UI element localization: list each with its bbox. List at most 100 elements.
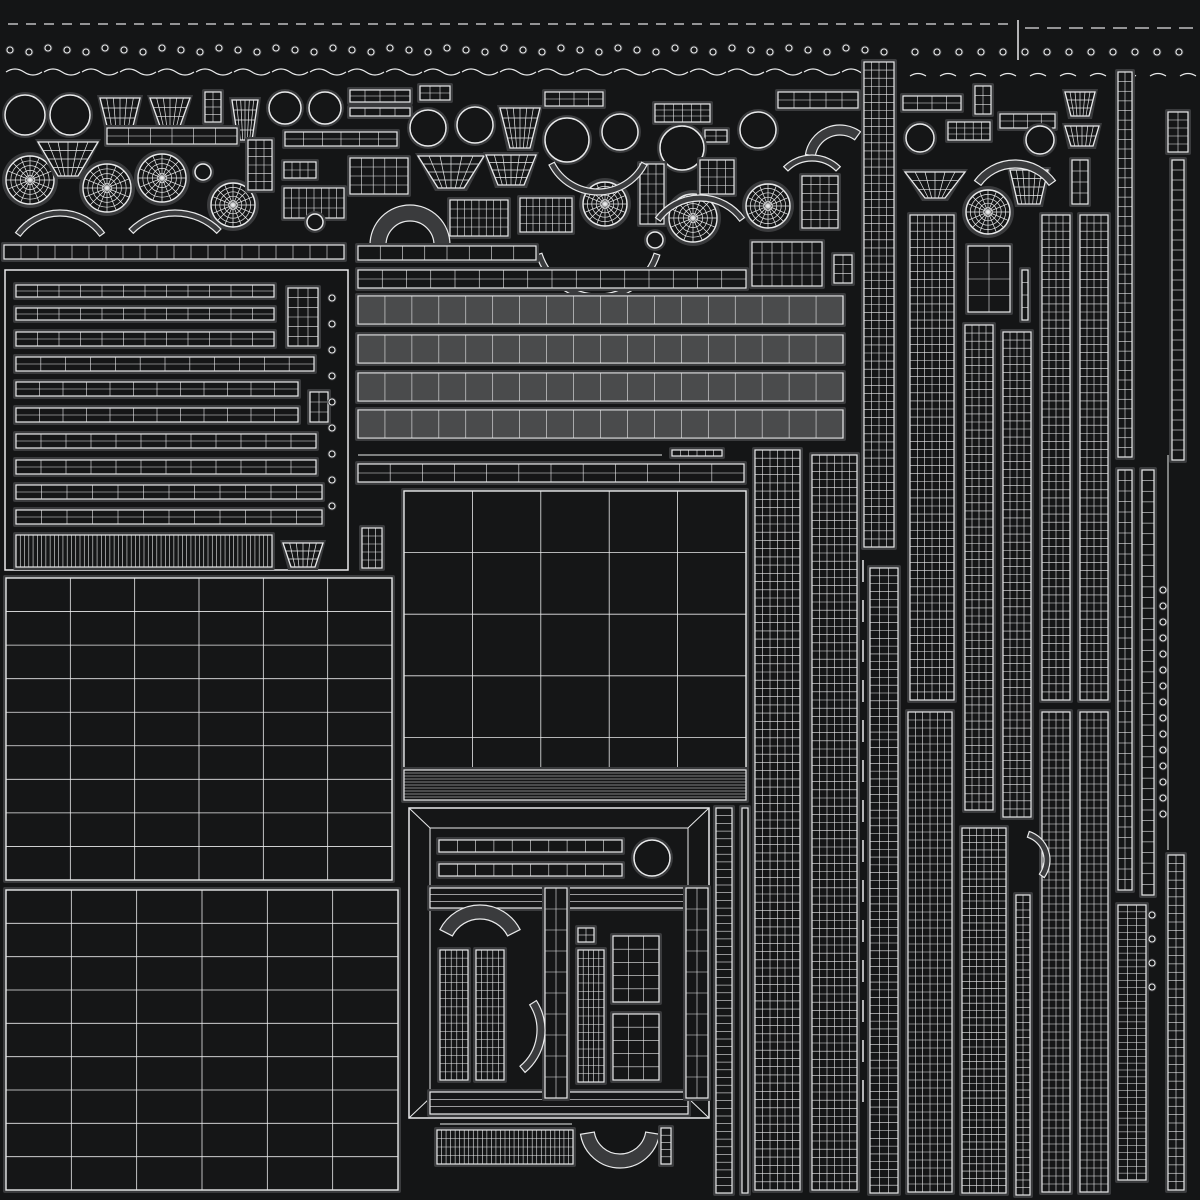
uv-rail-island-lines — [16, 285, 274, 297]
uv-strip-island-lines — [680, 450, 714, 456]
uv-edge — [514, 154, 520, 186]
uv-column-island-lines — [908, 712, 952, 1192]
uv-strip-island — [612, 935, 660, 1003]
uv-ring — [633, 839, 671, 877]
uv-strip-island-lines — [686, 888, 708, 1098]
uv-edge — [526, 107, 534, 149]
uv-rail-island-lines — [16, 332, 274, 346]
uv-bolt-island — [481, 48, 489, 56]
uv-strip-island-lines — [310, 392, 328, 422]
uv-curve-island — [1059, 72, 1077, 77]
uv-edge — [987, 203, 1009, 213]
uv-edge — [89, 170, 108, 189]
uv-funnel-island-lines — [1068, 125, 1096, 147]
uv-bolt-island — [633, 46, 641, 54]
uv-strip-island-lines — [778, 92, 858, 108]
uv-plank-island-lines — [358, 270, 746, 288]
uv-edge — [752, 205, 769, 222]
uv-bolt-island — [1159, 794, 1167, 802]
uv-rail-island-lines — [16, 460, 316, 474]
uv-arc-island — [973, 159, 1057, 187]
uv-edge — [139, 168, 163, 179]
uv-bolt-island — [44, 44, 52, 52]
uv-bolt-island — [215, 44, 223, 52]
uv-bolt-island — [747, 46, 755, 54]
uv-strip-island-lines — [655, 104, 710, 122]
uv-strip-island-lines — [661, 1134, 671, 1158]
uv-edge — [161, 160, 180, 179]
uv-edge — [683, 217, 694, 241]
uv-strip-island-lines — [205, 92, 221, 122]
uv-bolt-island — [443, 44, 451, 52]
uv-edge — [232, 196, 254, 206]
uv-bolt-island — [1159, 714, 1167, 722]
uv-edge — [295, 542, 300, 568]
uv-curve-island — [727, 68, 765, 76]
uv-edge — [924, 171, 933, 199]
uv-bolt-island — [861, 46, 869, 54]
uv-edge — [232, 204, 254, 214]
uv-edge — [1022, 169, 1026, 205]
uv-arc-island — [128, 209, 222, 235]
uv-edge — [161, 177, 180, 196]
uv-edge — [408, 1097, 431, 1119]
uv-curve-island — [157, 68, 195, 76]
uv-strip-island — [660, 1127, 672, 1165]
uv-bolt-island — [1159, 682, 1167, 690]
uv-bolt-island — [329, 44, 337, 52]
uv-bolt-island — [1065, 48, 1073, 56]
uv-edge — [240, 99, 244, 141]
uv-edge — [144, 160, 163, 179]
uv-bolt-island — [500, 44, 508, 52]
uv-disc-island-lines — [746, 184, 790, 228]
uv-column-island-lines — [1080, 215, 1108, 700]
uv-column-island-lines — [1003, 332, 1031, 817]
uv-strip-island-lines — [107, 128, 237, 144]
uv-curve-island — [43, 68, 81, 76]
uv-arc-island — [14, 209, 106, 238]
uv-column-island-lines — [1080, 712, 1108, 1192]
uv-edge — [692, 208, 716, 219]
uv-column-island-lines — [812, 455, 857, 1190]
uv-bolt-island — [785, 44, 793, 52]
uv-funnel-island-lines — [502, 107, 538, 149]
uv-disc-island-lines — [669, 194, 717, 242]
uv-edge — [767, 190, 784, 207]
uv-edge — [232, 184, 242, 206]
uv-edge — [217, 204, 234, 221]
uv-ring — [1025, 125, 1055, 155]
uv-bolt-island — [1159, 778, 1167, 786]
uv-ring — [268, 91, 302, 125]
uv-rail-island-lines — [16, 485, 322, 499]
uv-bolt-island — [139, 48, 147, 56]
uv-bolt-island — [690, 46, 698, 54]
uv-column-island-lines — [1142, 480, 1154, 885]
uv-curve-island — [1179, 72, 1197, 77]
uv-strip-island-lines — [834, 255, 852, 283]
uv-bolt-island — [462, 46, 470, 54]
uv-rail-island-lines — [19, 535, 269, 567]
uv-curve-island — [499, 68, 537, 76]
uv-arc-island — [439, 904, 521, 937]
uv-column-island — [741, 807, 749, 1194]
uv-strip-island-lines — [802, 176, 838, 228]
uv-edge — [29, 170, 53, 181]
uv-strip-island-lines — [476, 950, 504, 1080]
uv-disc-island-lines — [83, 164, 131, 212]
uv-column-island-lines — [716, 815, 732, 1186]
uv-bolt-island — [1109, 48, 1117, 56]
uv-edge — [161, 155, 172, 179]
uv-edge — [97, 165, 108, 189]
uv-edge — [106, 187, 117, 211]
uv-edge — [502, 154, 508, 186]
uv-bolt-island — [1148, 911, 1156, 919]
uv-edge — [1085, 125, 1089, 147]
uv-bolt-island — [557, 44, 565, 52]
uv-edge — [106, 187, 125, 206]
uv-edge — [29, 179, 40, 203]
uv-ring — [544, 117, 590, 163]
uv-edge — [519, 154, 529, 186]
uv-curve-island — [999, 72, 1017, 77]
uv-curve-island — [81, 68, 119, 76]
uv-strip-island-lines — [437, 1130, 573, 1164]
